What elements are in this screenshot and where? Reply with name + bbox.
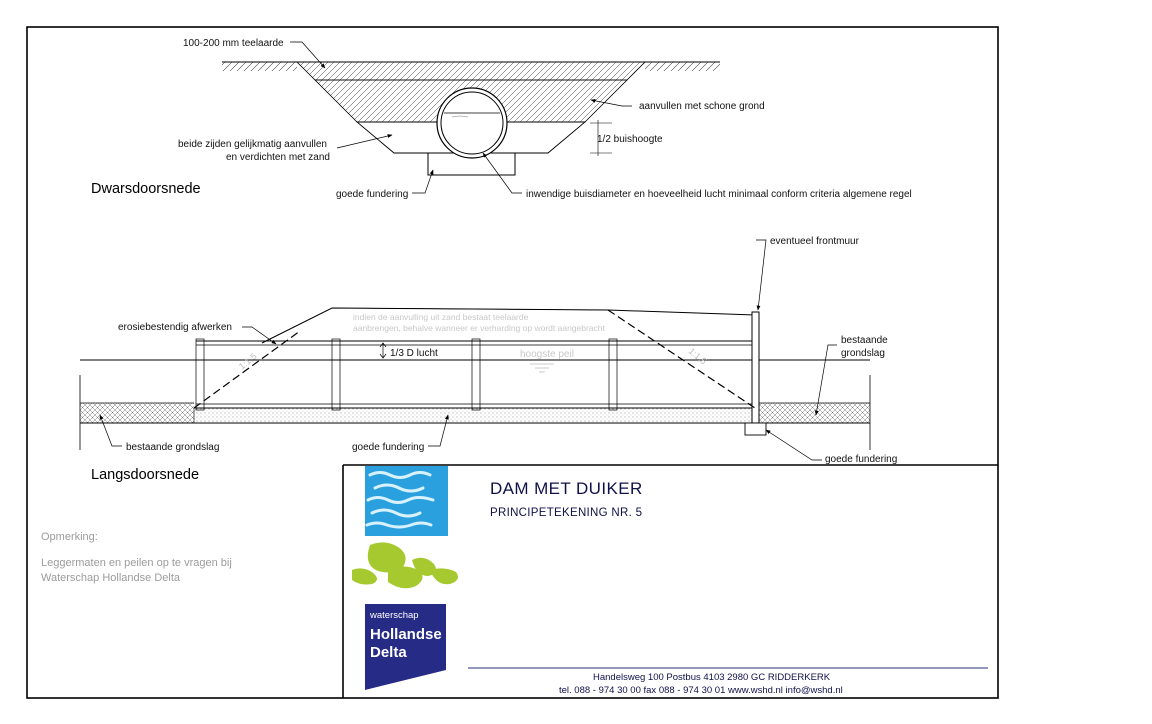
remark-line2: Waterschap Hollandse Delta [41, 572, 181, 584]
long-section-drawing [79, 307, 871, 450]
drawing-title: DAM MET DUIKER [490, 479, 643, 498]
erosion-label: erosiebestendig afwerken [118, 322, 232, 333]
note-line2: aanbrengen, behalve wanneer er verhardin… [353, 323, 606, 333]
compact-label-line2: en verdichten met zand [226, 152, 330, 163]
air-label: 1/3 D lucht [390, 348, 438, 359]
half-height-label: 1/2 buishoogte [597, 134, 663, 145]
foundation-label: goede fundering [336, 189, 408, 200]
logo-text-line3: Delta [370, 644, 407, 661]
topsoil-layer [296, 61, 646, 81]
slope-right [607, 309, 756, 409]
address-line1: Handelsweg 100 Postbus 4103 2980 GC RIDD… [593, 672, 831, 683]
topsoil-label: 100-200 mm teelaarde [183, 38, 284, 49]
highest-level-label: hoogste peil [520, 349, 574, 360]
ground-surface-right [645, 62, 720, 71]
title-block [342, 464, 998, 698]
existing-ground-right [755, 403, 870, 423]
backfill-label: aanvullen met schone grond [639, 101, 765, 112]
long-section-title: Langsdoorsnede [91, 467, 199, 483]
cross-section-title: Dwarsdoorsnede [91, 181, 201, 197]
logo-land [352, 542, 458, 589]
front-wall-footing [744, 422, 767, 436]
diameter-label: inwendige buisdiameter en hoeveelheid lu… [526, 189, 912, 200]
slope-left [193, 330, 301, 409]
address-line2: tel. 088 - 974 30 00 fax 088 - 974 30 01… [559, 685, 843, 696]
existing-ground-left [80, 403, 194, 423]
front-wall-label: eventueel frontmuur [770, 236, 860, 247]
logo-text-line1: waterschap [369, 610, 419, 621]
cross-section-drawing [222, 61, 720, 176]
existing-ground-right-line1: bestaande [841, 335, 888, 346]
existing-ground-left-label: bestaande grondslag [126, 442, 219, 453]
logo-text-line2: Hollandse [370, 626, 442, 643]
foundation-right-label: goede fundering [825, 454, 897, 465]
ground-surface-left [222, 62, 297, 71]
pipe-inner [440, 91, 504, 155]
logo-water [365, 466, 448, 536]
logo-banner: waterschap Hollandse Delta [365, 604, 446, 690]
sheet-border [26, 26, 999, 699]
existing-ground-right-line2: grondslag [841, 348, 885, 359]
remark-line1: Leggermaten en peilen op te vragen bij [41, 557, 232, 569]
drawing-subtitle: PRINCIPETEKENING NR. 5 [490, 507, 642, 519]
note-line1: indien de aanvulling uit zand bestaat te… [353, 312, 529, 322]
slope-right-label: 1:1,5 [687, 346, 709, 367]
foundation-mid-label: goede fundering [352, 442, 424, 453]
compact-label-line1: beide zijden gelijkmatig aanvullen [178, 139, 327, 150]
remark-heading: Opmerking: [41, 531, 98, 543]
